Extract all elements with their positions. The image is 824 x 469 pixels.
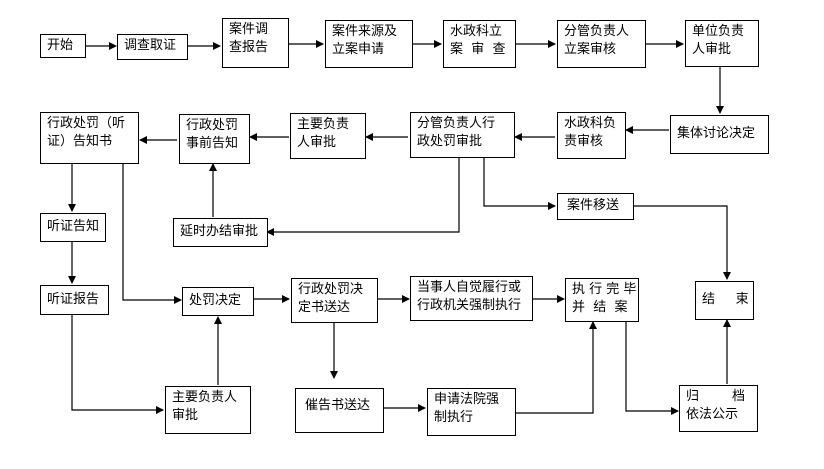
node-case-source: 案件来源及 立案申请 <box>325 20 413 68</box>
node-hearing-notice-doc: 行政处罚（听 证）告知书 <box>40 112 139 164</box>
node-hearing-notice: 听证告知 <box>40 213 106 242</box>
node-case-transfer: 案件移送 <box>557 193 634 220</box>
node-unit-approval: 单位负责 人审批 <box>685 20 759 67</box>
node-water-filing-review: 水政科立 案 审 查 <box>443 20 516 68</box>
node-start: 开始 <box>40 34 86 58</box>
node-urge-notice: 催告书送达 <box>295 388 384 433</box>
node-branch-penalty-review: 分管负责人行 政处罚审批 <box>410 112 515 158</box>
node-water-review: 水政科负 责审核 <box>557 112 626 159</box>
node-court-enforcement: 申请法院强 制执行 <box>427 388 516 436</box>
node-main-approval-top: 主要负责 人审批 <box>290 113 366 159</box>
node-branch-filing-review: 分管负责人 立案审核 <box>557 20 646 68</box>
node-decision-delivery: 行政处罚决 定书送达 <box>291 278 378 323</box>
node-prior-notice: 行政处罚 事前告知 <box>179 114 250 164</box>
node-penalty-decision: 处罚决定 <box>182 287 254 316</box>
node-main-approval-bottom: 主要负责人 审批 <box>165 386 251 434</box>
node-investigate: 调查取证 <box>117 34 188 60</box>
node-end: 结 束 <box>695 281 754 320</box>
node-investigation-report: 案件调 查报告 <box>222 18 289 68</box>
node-collective-decision: 集体讨论决定 <box>670 115 769 154</box>
node-delay-approval: 延时办结审批 <box>173 218 268 247</box>
node-hearing-report: 听证报告 <box>40 285 109 315</box>
node-execution-complete: 执 行 完 毕 并 结 案 <box>565 278 639 322</box>
node-archive: 归 档 依法公示 <box>679 385 758 432</box>
node-execution: 当事人自觉履行或 行政机关强制执行 <box>410 276 533 321</box>
